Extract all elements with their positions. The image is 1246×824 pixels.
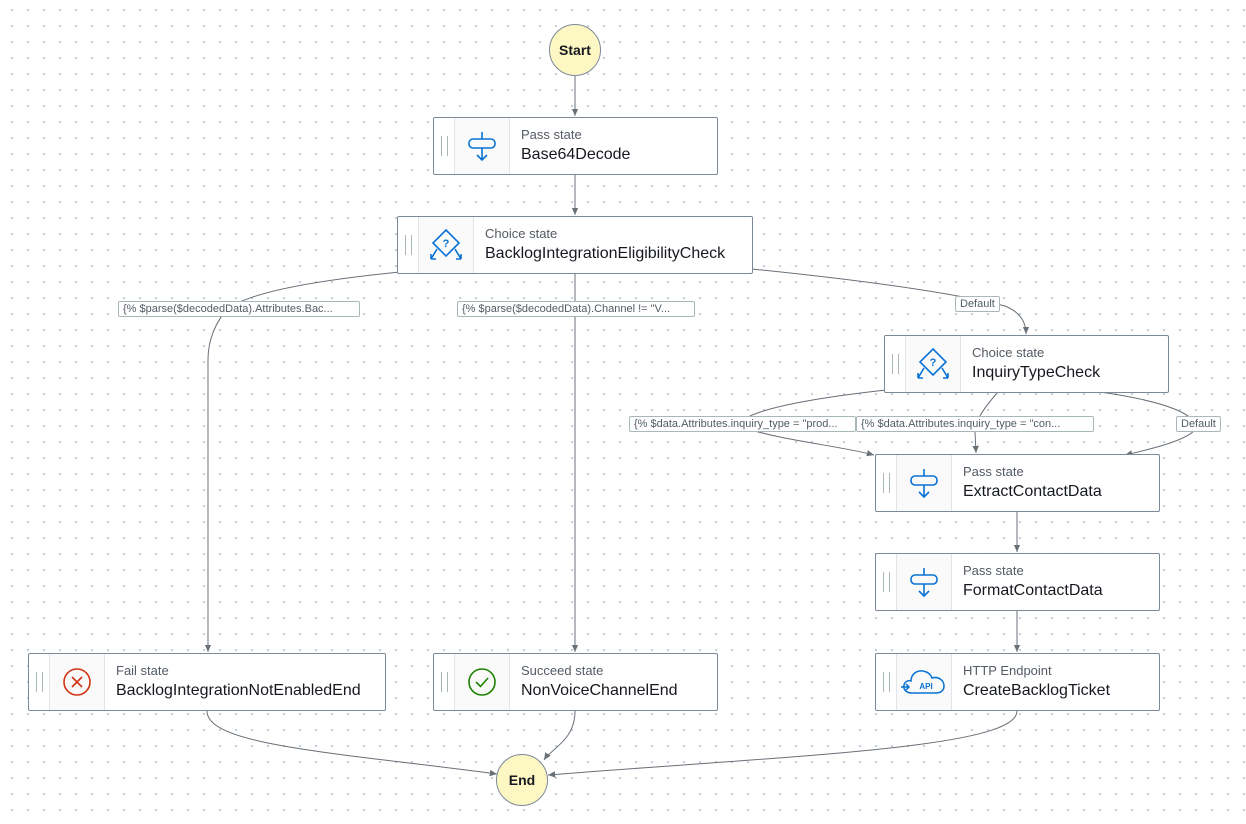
state-inquiry-type-check[interactable]: ? Choice state InquiryTypeCheck xyxy=(884,335,1169,393)
state-type: Pass state xyxy=(521,127,582,142)
state-succeed-end[interactable]: Succeed state NonVoiceChannelEnd xyxy=(433,653,718,711)
edge-failend-end xyxy=(206,710,498,777)
drag-handle[interactable] xyxy=(876,455,896,511)
svg-text:?: ? xyxy=(930,357,937,369)
svg-text:API: API xyxy=(919,682,932,691)
drag-handle[interactable] xyxy=(876,554,896,610)
edge-succeedend-end xyxy=(543,710,576,761)
edge-label-con-condition[interactable]: {% $data.Attributes.inquiry_type = "con.… xyxy=(856,416,1094,432)
state-type: Pass state xyxy=(963,563,1024,578)
state-type: Choice state xyxy=(972,345,1045,360)
state-name: ExtractContactData xyxy=(963,483,1102,500)
drag-handle[interactable] xyxy=(434,654,454,710)
start-label: Start xyxy=(559,42,591,58)
fail-icon xyxy=(49,654,105,710)
state-type: Fail state xyxy=(116,663,169,678)
pass-icon xyxy=(896,554,952,610)
state-name: CreateBacklogTicket xyxy=(963,682,1111,699)
edge-createticket-end xyxy=(547,710,1018,778)
end-label: End xyxy=(508,772,536,788)
state-name: FormatContactData xyxy=(963,582,1103,599)
pass-icon xyxy=(896,455,952,511)
state-fail-end[interactable]: Fail state BacklogIntegrationNotEnabledE… xyxy=(28,653,386,711)
state-name: InquiryTypeCheck xyxy=(972,364,1101,381)
start-node[interactable]: Start xyxy=(549,24,601,76)
edge-eligibility-failend xyxy=(204,271,401,652)
edge-label-default[interactable]: Default xyxy=(955,296,1000,312)
state-type: HTTP Endpoint xyxy=(963,663,1052,678)
state-format-contact-data[interactable]: Pass state FormatContactData xyxy=(875,553,1160,611)
edge-label-backlog-condition[interactable]: {% $parse($decodedData).Attributes.Bac..… xyxy=(118,301,360,317)
state-name: NonVoiceChannelEnd xyxy=(521,682,678,699)
state-type: Choice state xyxy=(485,226,558,241)
state-extract-contact-data[interactable]: Pass state ExtractContactData xyxy=(875,454,1160,512)
state-name: BacklogIntegrationEligibilityCheck xyxy=(485,245,726,262)
state-type: Pass state xyxy=(963,464,1024,479)
api-cloud-icon: API xyxy=(896,654,952,710)
state-base64decode[interactable]: Pass state Base64Decode xyxy=(433,117,718,175)
state-name: BacklogIntegrationNotEnabledEnd xyxy=(116,682,361,699)
drag-handle[interactable] xyxy=(876,654,896,710)
pass-icon xyxy=(454,118,510,174)
succeed-icon xyxy=(454,654,510,710)
state-eligibility-check[interactable]: ? Choice state BacklogIntegrationEligibi… xyxy=(397,216,753,274)
edge-label-default-inquiry[interactable]: Default xyxy=(1176,416,1221,432)
drag-handle[interactable] xyxy=(434,118,454,174)
svg-text:?: ? xyxy=(443,238,450,250)
state-create-backlog-ticket[interactable]: API HTTP Endpoint CreateBacklogTicket xyxy=(875,653,1160,711)
state-type: Succeed state xyxy=(521,663,604,678)
edge-label-prod-condition[interactable]: {% $data.Attributes.inquiry_type = "prod… xyxy=(629,416,856,432)
state-name: Base64Decode xyxy=(521,146,631,163)
drag-handle[interactable] xyxy=(398,217,418,273)
choice-icon: ? xyxy=(905,336,961,392)
drag-handle[interactable] xyxy=(885,336,905,392)
edge-label-channel-condition[interactable]: {% $parse($decodedData).Channel != "V... xyxy=(457,301,695,317)
drag-handle[interactable] xyxy=(29,654,49,710)
choice-icon: ? xyxy=(418,217,474,273)
end-node[interactable]: End xyxy=(496,754,548,806)
